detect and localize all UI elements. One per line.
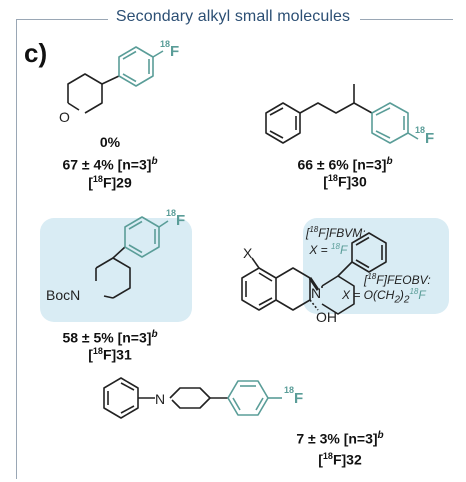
tracer-note-feobv-x: X = O(CH2)218F [342,287,426,306]
structure-31 [95,216,169,299]
section-title: Secondary alkyl small molecules [0,8,466,26]
compound-id-32: [18F]32 [318,451,362,468]
structure-32 [103,377,282,419]
compound-id-29: [18F]29 [88,174,132,191]
f-sup-31: 18 [166,208,176,218]
f-sup-32: 18 [284,385,294,395]
panel-label: c) [24,38,48,68]
structure-reference [241,232,387,315]
f-label-31: F [176,212,185,229]
atom-bocn: BocN [46,287,80,303]
yield-label-29: 0% 67 ± 4% [n=3]b [62,134,158,173]
header-rule-right [360,19,453,20]
compound-id-31: [18F]31 [88,346,132,363]
structure-30 [265,84,419,144]
f-label-30: F [425,130,434,147]
f-label-29: F [170,43,179,60]
atom-n-ref: N [311,285,321,301]
yield-label-32: 7 ± 3% [n=3]b [296,430,384,447]
structure-29 [67,46,164,114]
atom-oh: OH [316,309,337,325]
f-sup-29: 18 [160,39,170,49]
left-border-rule [16,19,17,479]
f-label-32: F [294,390,303,407]
yield-label-30: 66 ± 6% [n=3]b [297,156,393,173]
section-header: Secondary alkyl small molecules [0,0,466,36]
compound-id-30: [18F]30 [323,173,367,190]
tracer-note-fbvm: [18F]FBVM: X = 18F [306,225,366,257]
header-rule-left [16,19,116,20]
highlight-box-reference [303,218,449,314]
highlight-box-31 [40,218,192,322]
atom-x: X [243,245,253,261]
atom-n-32: N [155,391,165,407]
tracer-note-feobv: [18F]FEOBV: [364,272,431,287]
atom-o: O [59,109,70,125]
yield-label-31: 58 ± 5% [n=3]b [62,329,158,346]
f-sup-30: 18 [415,125,425,135]
atom-labels: O BocN N X N OH 18 F 18 F 18 F 18 F [44,39,434,407]
